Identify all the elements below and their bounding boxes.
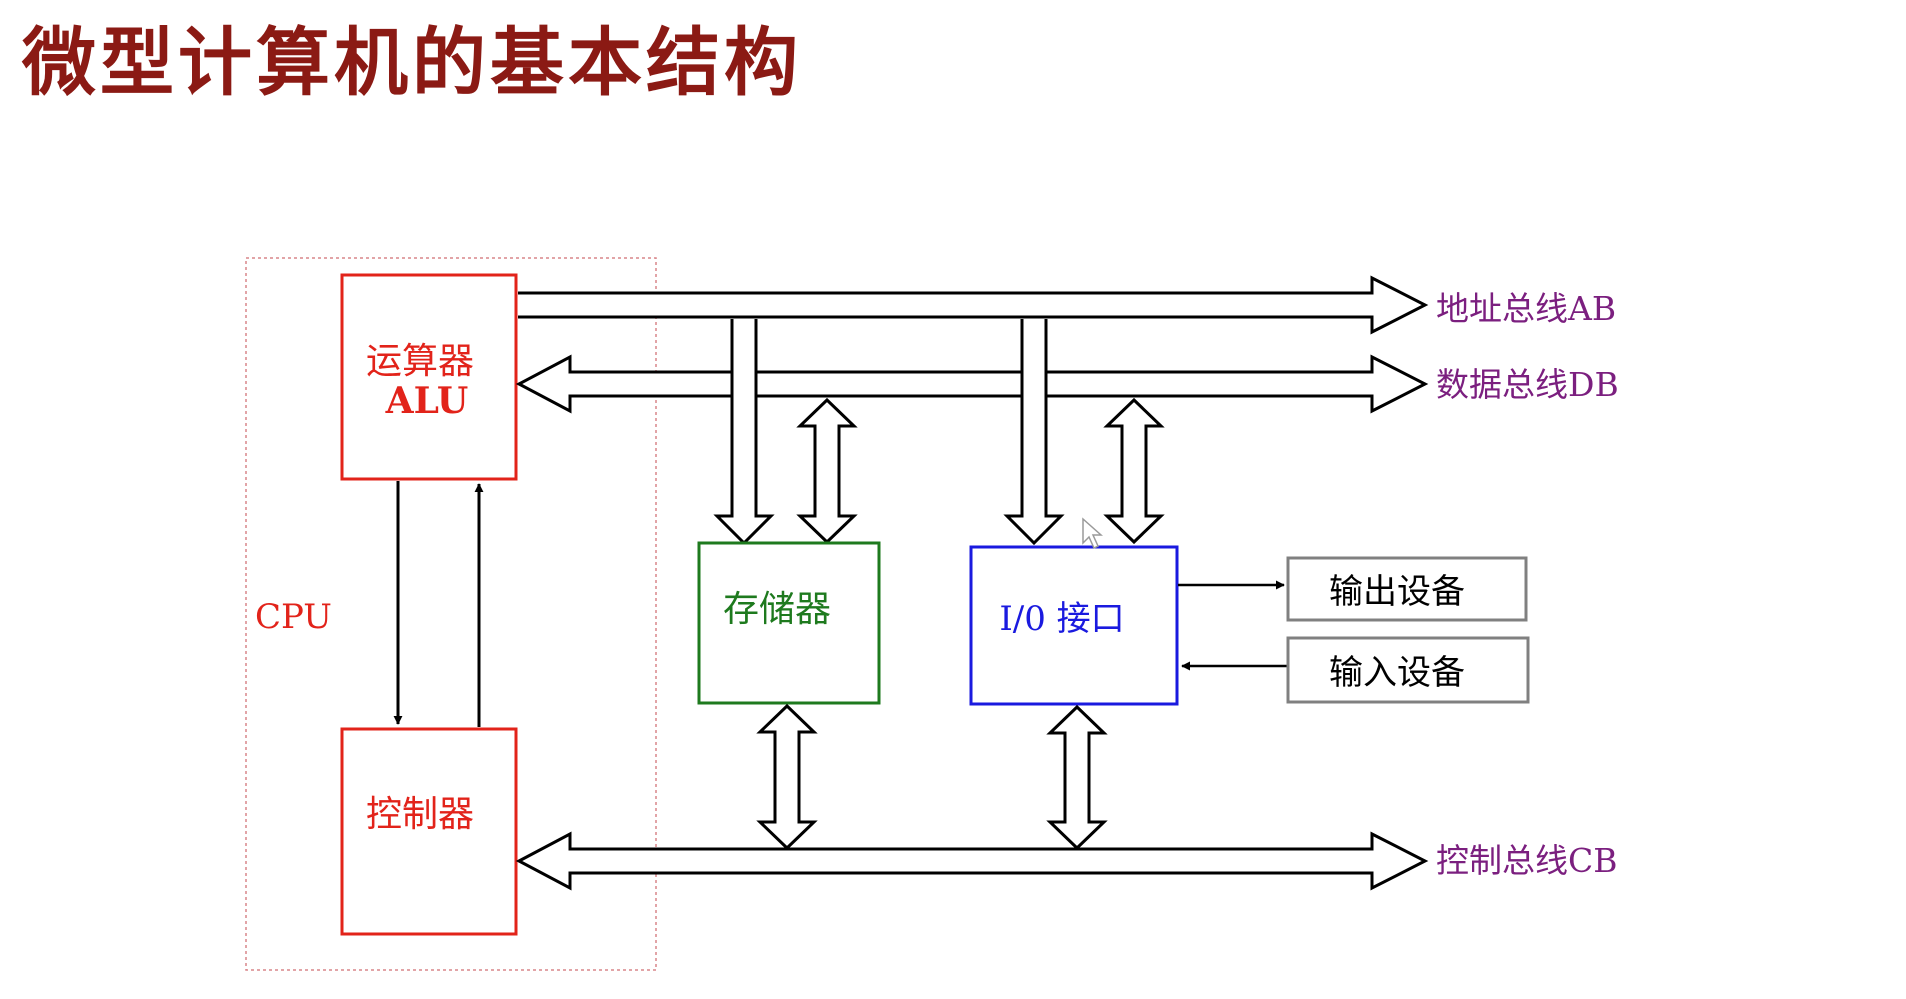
cpu-label: CPU xyxy=(255,597,332,637)
cpu-boundary xyxy=(245,257,657,971)
alu-box: 运算器 ALU xyxy=(340,273,518,481)
control-bus-label: 控制总线CB xyxy=(1436,841,1618,880)
page-title: 微型计算机的基本结构 xyxy=(22,20,802,106)
input-device-box: 输入设备 xyxy=(1286,636,1530,704)
mouse-cursor-icon xyxy=(1082,517,1103,550)
data-to-io-arrow xyxy=(1103,397,1165,545)
data-bus-label: 数据总线DB xyxy=(1436,365,1619,404)
io-interface-box: I/0 接口 xyxy=(969,545,1179,706)
alu-label-en: ALU xyxy=(385,380,469,422)
input-device-label: 输入设备 xyxy=(1329,653,1465,693)
alu-label-cn: 运算器 xyxy=(366,341,474,382)
control-bus-arrow xyxy=(515,831,1429,891)
memory-box: 存储器 xyxy=(697,541,881,705)
controller-box: 控制器 xyxy=(340,727,518,936)
output-device-label: 输出设备 xyxy=(1329,572,1465,612)
data-to-memory-arrow xyxy=(796,397,858,545)
address-to-memory-arrow xyxy=(713,319,775,546)
memory-to-control-bus-arrow xyxy=(756,703,818,851)
io-interface-label: I/0 接口 xyxy=(999,599,1124,639)
memory-label: 存储器 xyxy=(723,589,831,630)
address-bus-arrow xyxy=(518,275,1429,335)
data-bus-arrow xyxy=(515,354,1429,414)
address-bus-label: 地址总线AB xyxy=(1436,289,1616,328)
output-device-box: 输出设备 xyxy=(1286,556,1528,622)
io-to-control-bus-arrow xyxy=(1046,704,1108,851)
address-to-io-arrow xyxy=(1003,319,1065,546)
controller-label: 控制器 xyxy=(366,794,474,835)
